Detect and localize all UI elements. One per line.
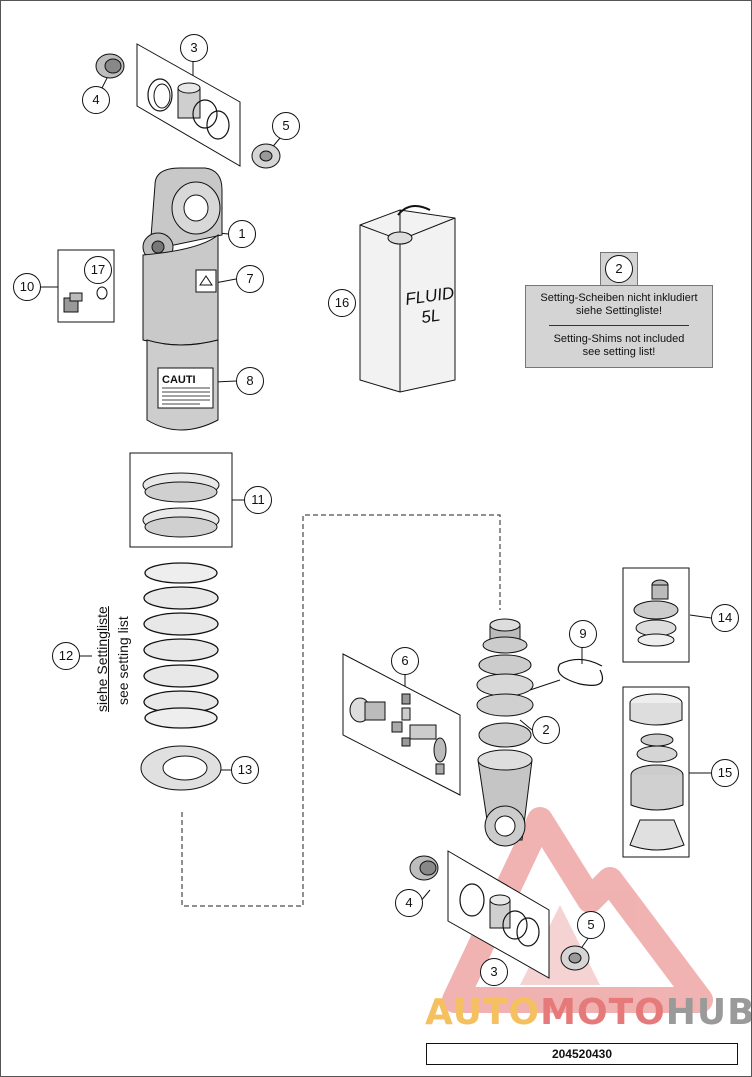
- callout-2-lower: 2: [532, 716, 560, 744]
- seal-kit-bottom: [447, 850, 550, 979]
- callout-8: 8: [236, 367, 264, 395]
- callout-16: 16: [328, 289, 356, 317]
- bottom-out-parts-box: [622, 686, 690, 858]
- note-divider: [549, 325, 689, 326]
- callout-4-lower: 4: [395, 889, 423, 917]
- spring-nut-box: [129, 452, 233, 548]
- callout-4-top: 4: [82, 86, 110, 114]
- note-english-line-2: see setting list!: [582, 346, 656, 358]
- callout-10: 10: [13, 273, 41, 301]
- washer-bottom: [560, 945, 590, 971]
- watermark-part-3: HUB: [665, 992, 752, 1033]
- note-english-line-1: Setting-Shims not included: [553, 333, 685, 345]
- fluid-can: FLUID 5L: [359, 205, 456, 393]
- setting-shims-note: Setting-Scheiben nicht inkludiert siehe …: [525, 285, 713, 368]
- callout-17: 17: [84, 256, 112, 284]
- callout-5-top: 5: [272, 112, 300, 140]
- washer-top: [251, 143, 281, 169]
- callout-15: 15: [711, 759, 739, 787]
- spring-retainer: [140, 745, 222, 791]
- valve-parts-box: [342, 653, 461, 796]
- circlip: [557, 658, 604, 686]
- top-out-parts-box: [622, 567, 690, 663]
- shock-absorber: CAUTI: [142, 167, 223, 431]
- watermark-part-1: AUTO: [425, 992, 541, 1033]
- callout-13: 13: [231, 756, 259, 784]
- bushing-top: [95, 53, 125, 79]
- spring: [143, 562, 219, 729]
- callout-11: 11: [244, 486, 272, 514]
- damper-cartridge: [476, 618, 534, 847]
- callout-14: 14: [711, 604, 739, 632]
- watermark-part-2: MOTO: [540, 992, 666, 1033]
- note-reference-callout: 2: [605, 255, 633, 283]
- watermark-text: AUTOMOTOHUB: [425, 992, 752, 1033]
- fluid-volume-text: 5L: [420, 306, 441, 327]
- callout-5-lower: 5: [577, 911, 605, 939]
- bushing-bottom: [409, 855, 439, 881]
- callout-3-lower: 3: [480, 958, 508, 986]
- note-german-line-1: Setting-Scheiben nicht inkludiert: [540, 292, 698, 304]
- callout-9: 9: [569, 620, 597, 648]
- callout-6: 6: [391, 647, 419, 675]
- callout-1: 1: [228, 220, 256, 248]
- spring-label-english: see setting list: [115, 616, 131, 705]
- document-number: 204520430: [426, 1043, 738, 1065]
- caution-text: CAUTI: [162, 374, 196, 386]
- seal-kit-top: [136, 43, 241, 167]
- callout-3-top: 3: [180, 34, 208, 62]
- note-german-line-2: siehe Settingliste!: [575, 305, 663, 317]
- callout-12: 12: [52, 642, 80, 670]
- spring-label-german: siehe Settingliste: [94, 606, 110, 712]
- callout-7: 7: [236, 265, 264, 293]
